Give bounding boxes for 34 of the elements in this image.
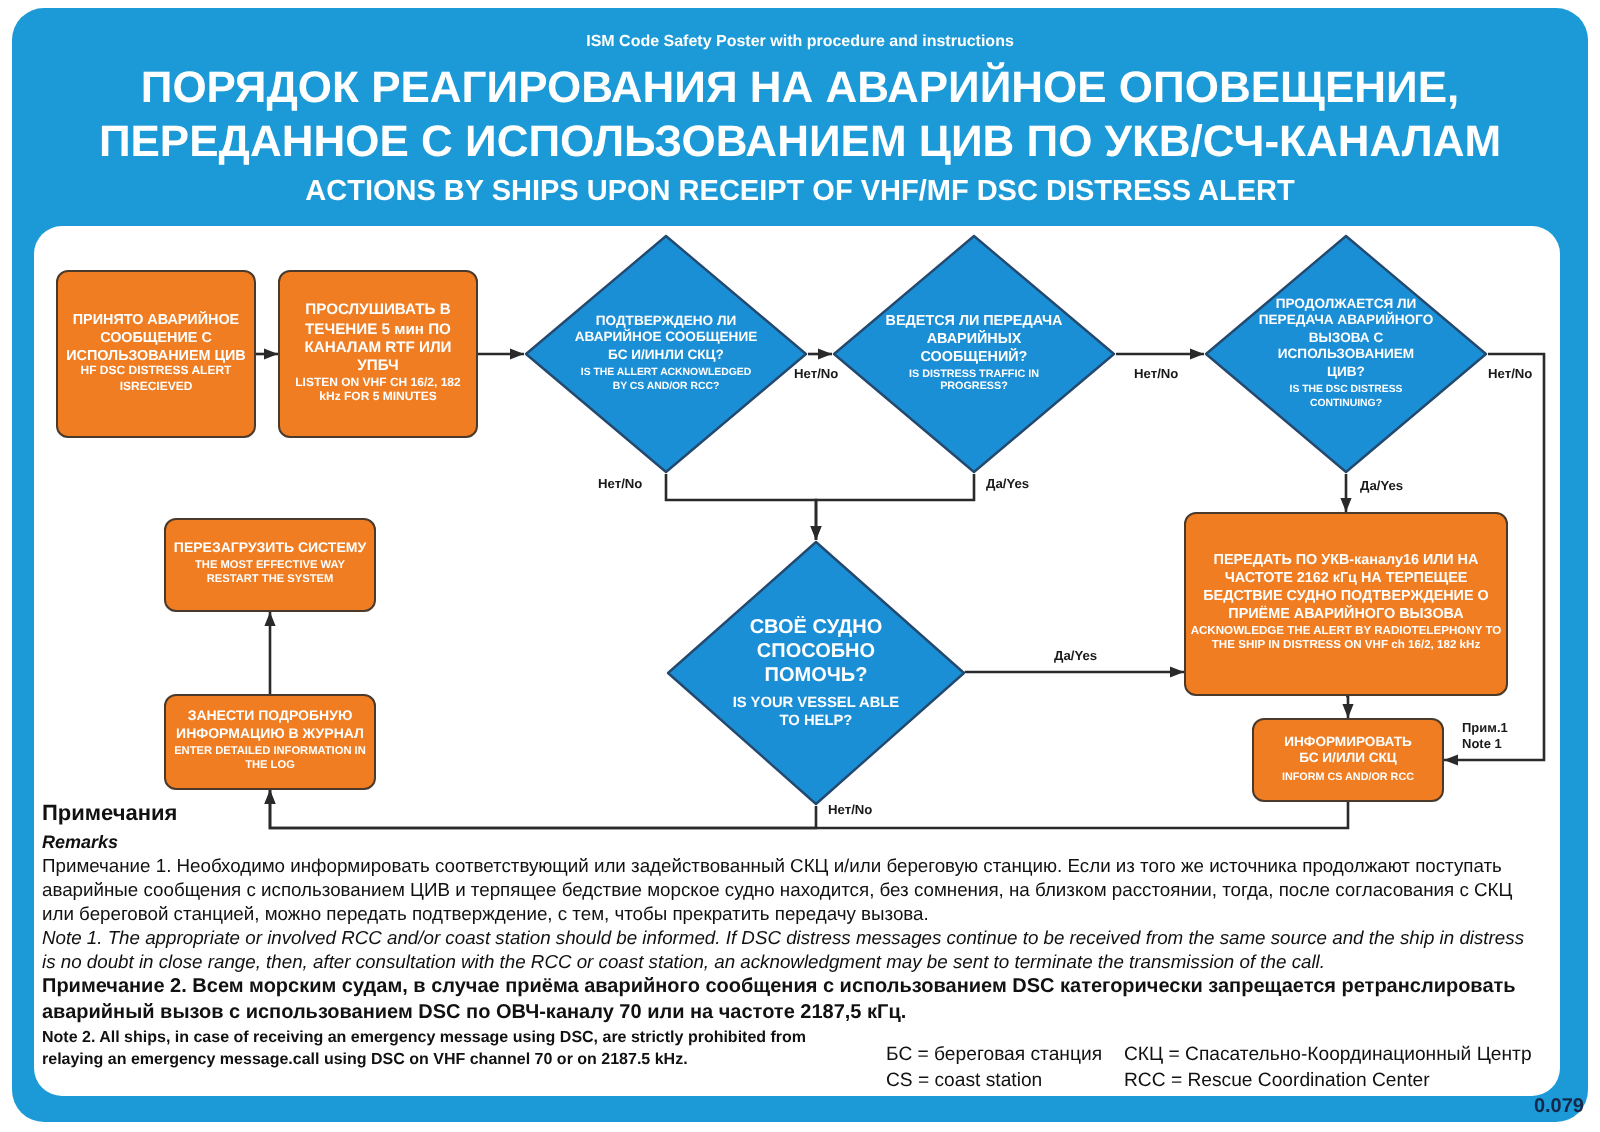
- abbreviation-definition: RCC = Rescue Coordination Center: [1124, 1070, 1432, 1093]
- poster-tagline: ISM Code Safety Poster with procedure and instructions: [584, 32, 1016, 52]
- notes-subheading: Remarks: [42, 832, 121, 854]
- note-paragraph: Примечание 2. Всем морским судам, в случае приёма аварийного сообщения с использованием DSC категорически запрещается ретранслировать аварийный вызов с использованием DSC по ОВЧ-каналу 70 или на частоте 2187,5 кГц.: [42, 974, 1518, 1026]
- poster-subtitle: ACTIONS BY SHIPS UPON RECEIPT OF VHF/MF DSC DISTRESS ALERT: [303, 176, 1297, 210]
- flow-arrow: [256, 348, 278, 360]
- flow-arrow: [478, 348, 524, 360]
- flow-arrow: [1342, 694, 1354, 718]
- decision-diamond: [666, 540, 966, 806]
- abbreviation-definition: CS = coast station: [886, 1070, 1045, 1093]
- flow-arrow: [964, 666, 1184, 678]
- note-paragraph: Примечание 1. Необходимо информировать соответствующий или задействованный СКЦ и/или береговую станцию. Если из того же источника продолжают поступать аварийные сообщения с использованием ЦИВ и терпящее бедствие морское судно находится, без сомнения, на близком расстоянии, тогда, после согласования с СКЦ или береговой станцией, можно передать подтверждение, с тем, чтобы прекратить передачу вызова.: [42, 854, 1515, 927]
- note-paragraph: Note 2. All ships, in case of receiving an emergency message using DSC, are strictly prohibited from relaying an emergency message.call using DSC on VHF channel 70 or on 2187.5 kHz.: [42, 1028, 809, 1072]
- flow-arrow: [1444, 352, 1546, 766]
- note-paragraph: Note 1. The appropriate or involved RCC and/or coast station should be informed. If DSC distress messages continue to be received from the same source and the ship in distress is no doubt in close range, then, after consultation with the RCC or coast station, an acknowledgment may be sent to terminate the transmission of the call.: [42, 926, 1527, 975]
- abbreviation-definition: БС = береговая станция: [886, 1044, 1105, 1067]
- flow-arrow: [1340, 474, 1352, 512]
- flow-arrow: [264, 612, 276, 694]
- poster-code: 0.079: [1531, 1096, 1584, 1118]
- flow-arrow: [264, 790, 1350, 830]
- flow-arrow: [1116, 348, 1204, 360]
- process-box: [1184, 512, 1508, 696]
- notes-heading: Примечания: [42, 802, 180, 827]
- flow-arrow: [808, 348, 832, 360]
- process-box: [1252, 718, 1444, 802]
- poster-title: ПОРЯДОК РЕАГИРОВАНИЯ НА АВАРИЙНОЕ ОПОВЕЩЕНИЕ, ПЕРЕДАННОЕ С ИСПОЛЬЗОВАНИЕМ ЦИВ ПО УКВ/СЧ-КАНАЛАМ: [96, 60, 1504, 168]
- decision-diamond: [1204, 234, 1488, 474]
- flow-arrow: [810, 474, 976, 540]
- process-box: [164, 518, 376, 612]
- step-text: СВОЁ СУДНО СПОСОБНО ПОМОЧЬ?: [747, 616, 885, 691]
- process-box: [56, 270, 256, 438]
- abbreviation-definition: СКЦ = Спасательно-Координационный Центр: [1124, 1044, 1534, 1067]
- process-box: [164, 694, 376, 790]
- process-box: [278, 270, 478, 438]
